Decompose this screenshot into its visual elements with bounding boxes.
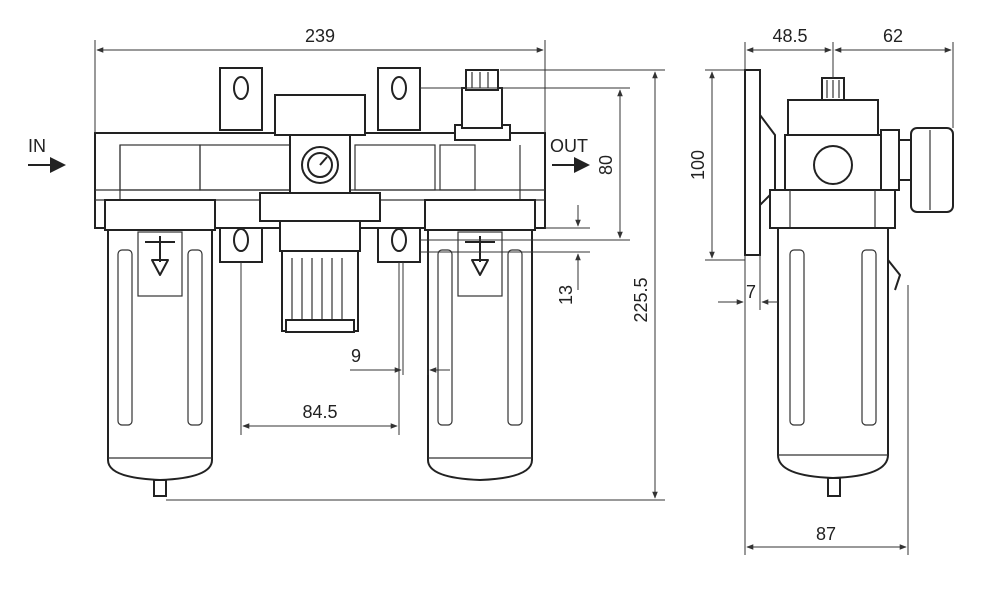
dim-side-depth-front-value: 48.5	[772, 26, 807, 46]
mounting-bracket-left	[219, 67, 263, 263]
lubricator-right	[424, 69, 536, 482]
dimension-port-height: 80	[420, 87, 630, 241]
dim-inner-gap-value: 9	[351, 346, 361, 366]
dimension-bracket-offset: 13	[420, 205, 590, 305]
dimension-side-wall: 7	[718, 255, 778, 310]
dim-bracket-offset-value: 13	[556, 285, 576, 305]
dim-side-wall-value: 7	[746, 282, 756, 302]
side-view: 48.5 62 100 7 87	[688, 26, 954, 555]
outlet-arrow: OUT	[550, 136, 590, 173]
dimension-total-height: 225.5	[166, 69, 665, 501]
dimension-inner-gap: 9	[350, 262, 450, 375]
outlet-label: OUT	[550, 136, 588, 156]
dim-overall-width-value: 239	[305, 26, 335, 46]
dim-side-bowl-width-value: 87	[816, 524, 836, 544]
inlet-arrow: IN	[28, 136, 66, 173]
dimension-side-depth: 48.5 62	[744, 26, 954, 128]
dimension-bowl-spacing: 84.5	[240, 262, 400, 435]
filter-left	[104, 199, 216, 497]
dim-total-height-value: 225.5	[631, 277, 651, 322]
dim-side-depth-rear-value: 62	[883, 26, 903, 46]
dim-bowl-spacing-value: 84.5	[302, 402, 337, 422]
side-mounting-plate	[744, 69, 761, 256]
dim-side-height-value: 100	[688, 150, 708, 180]
side-gauge-icon	[910, 127, 954, 213]
front-view: IN OUT 239 80 13	[28, 26, 665, 501]
inlet-label: IN	[28, 136, 46, 156]
regulator	[259, 94, 381, 333]
dimension-overall-width: 239	[94, 26, 546, 133]
dim-port-height-value: 80	[596, 155, 616, 175]
dimension-side-bowl-width: 87	[744, 255, 909, 555]
dimension-side-height: 100	[688, 69, 745, 261]
